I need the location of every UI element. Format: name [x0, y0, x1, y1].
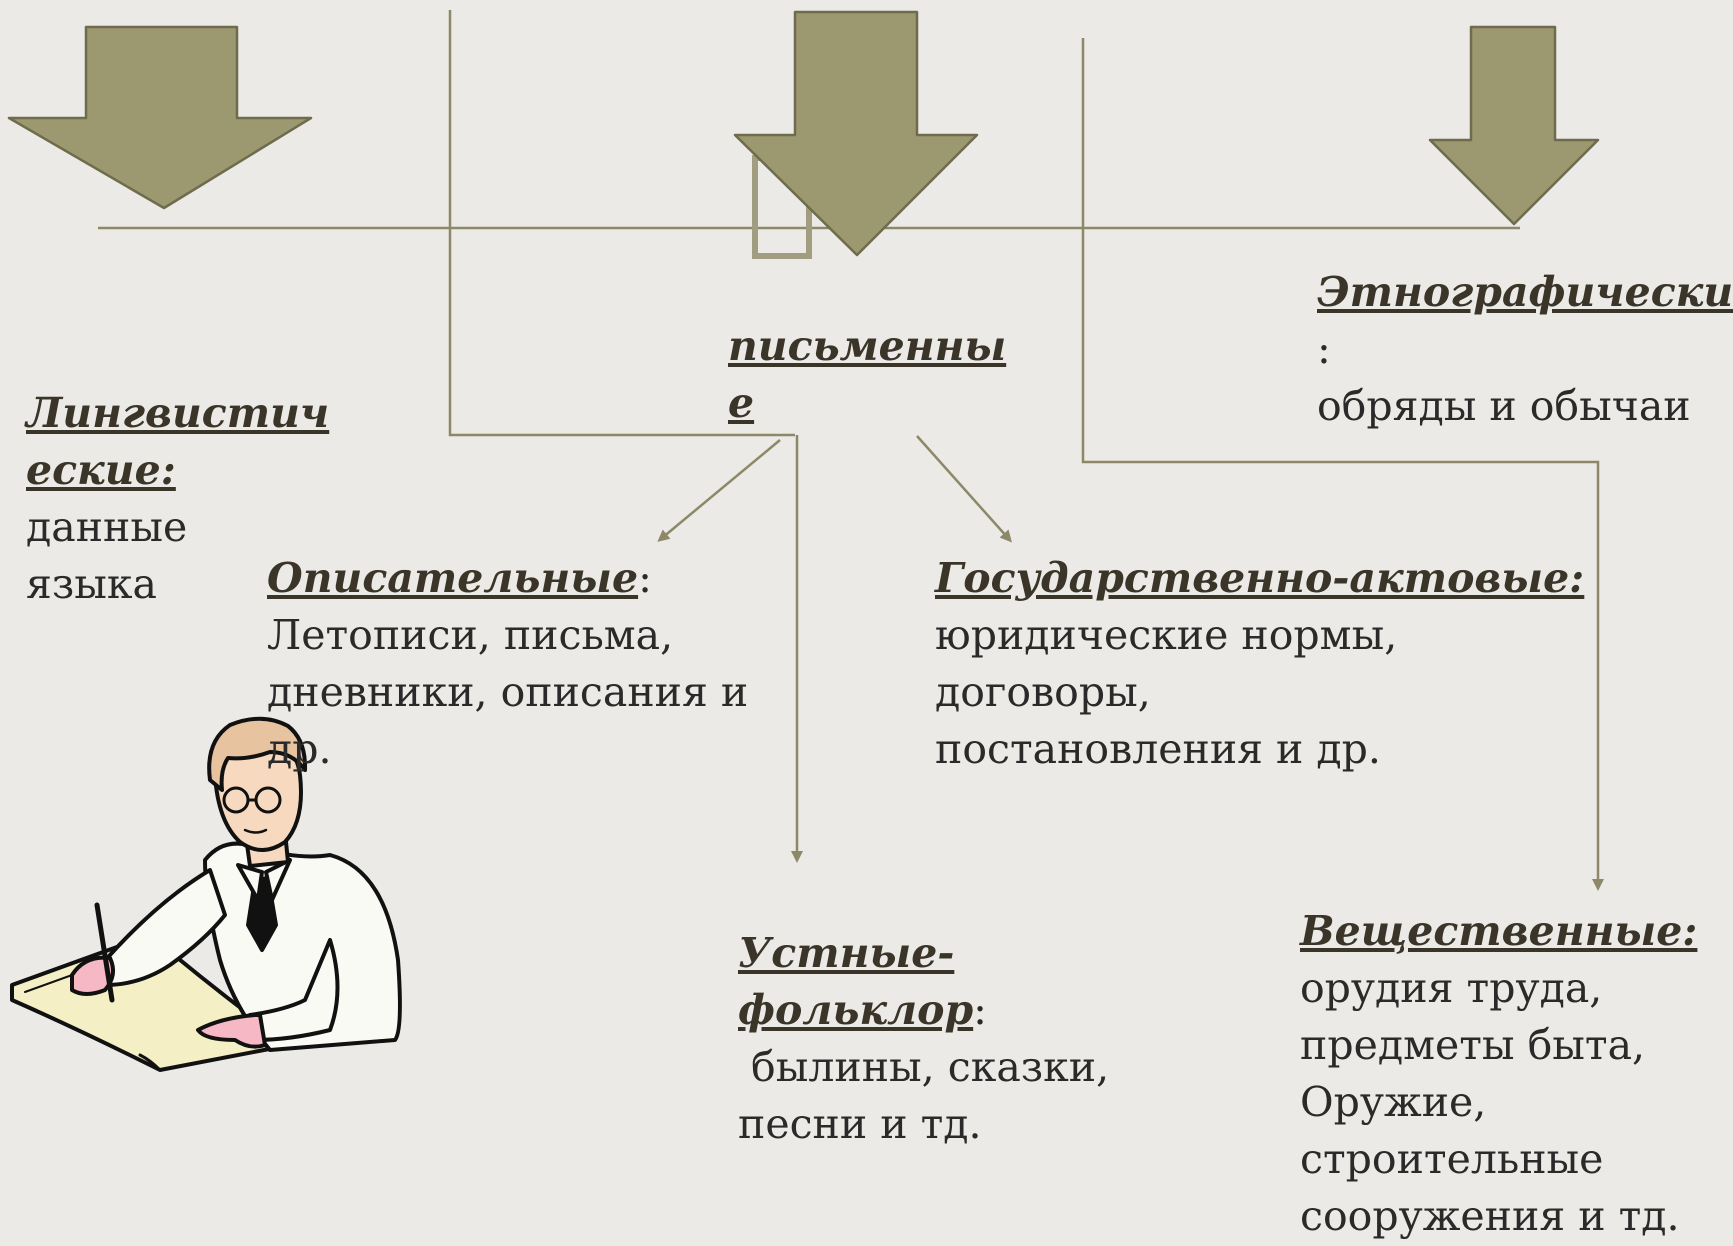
material-body-line: строительные	[1300, 1135, 1604, 1183]
state-acts-block: Государственно-актовые: юридические норм…	[935, 550, 1584, 778]
state-acts-body-line: постановления и др.	[935, 725, 1381, 773]
descriptive-colon: :	[638, 554, 652, 602]
linguistic-body-line: языка	[26, 560, 157, 608]
descriptive-block: Описательные: Летописи, письма, дневники…	[267, 550, 748, 778]
oral-body-line: былины, сказки,	[738, 1043, 1110, 1091]
linguistic-heading-line2: еские:	[26, 446, 176, 494]
connector-to-material	[1081, 38, 1604, 891]
descriptive-body-line: Летописи, письма,	[267, 611, 674, 659]
ethnographic-heading: Этнографические	[1317, 268, 1733, 316]
linguistic-heading-line1: Лингвистич	[26, 389, 330, 437]
state-acts-body-line: договоры,	[935, 668, 1151, 716]
ethnographic-body-line: обряды и обычаи	[1317, 382, 1691, 430]
material-heading: Вещественные:	[1300, 907, 1698, 955]
arrow-to-descriptive	[657, 439, 781, 542]
arrow-down-center-icon	[733, 10, 979, 257]
oral-body-line: песни и тд.	[738, 1100, 982, 1148]
arrow-down-right-icon	[1428, 25, 1600, 226]
written-block: письменны е	[728, 318, 1006, 432]
material-body-line: сооружения и тд.	[1300, 1192, 1680, 1240]
material-body-line: Оружие,	[1300, 1078, 1487, 1126]
written-heading-line2: е	[728, 379, 755, 427]
oral-heading-line2: фольклор	[738, 986, 974, 1034]
arrow-to-state-acts	[916, 435, 1012, 543]
scholar-writing-icon	[10, 716, 402, 1072]
linguistic-body-line: данные	[26, 503, 188, 551]
descriptive-heading: Описательные	[267, 554, 639, 602]
material-body-line: орудия труда,	[1300, 964, 1603, 1012]
oral-heading-line1: Устные-	[738, 929, 955, 977]
connector-to-written	[448, 10, 795, 437]
ethnographic-block: Этнографические : обряды и обычаи	[1317, 264, 1733, 435]
state-acts-body-line: юридические нормы,	[935, 611, 1398, 659]
written-heading-line1: письменны	[728, 322, 1007, 370]
material-body-line: предметы быта,	[1300, 1021, 1646, 1069]
ethnographic-colon: :	[1317, 325, 1331, 373]
descriptive-body-line: др.	[267, 725, 332, 773]
oral-block: Устные- фольклор: былины, сказки, песни …	[738, 925, 1109, 1153]
linguistic-block: Лингвистич еские: данные языка	[26, 385, 329, 613]
oral-colon: :	[973, 986, 987, 1034]
state-acts-heading: Государственно-актовые:	[935, 554, 1585, 602]
descriptive-body-line: дневники, описания и	[267, 668, 749, 716]
arrow-down-left-icon	[7, 25, 313, 210]
material-block: Вещественные: орудия труда, предметы быт…	[1300, 903, 1697, 1245]
